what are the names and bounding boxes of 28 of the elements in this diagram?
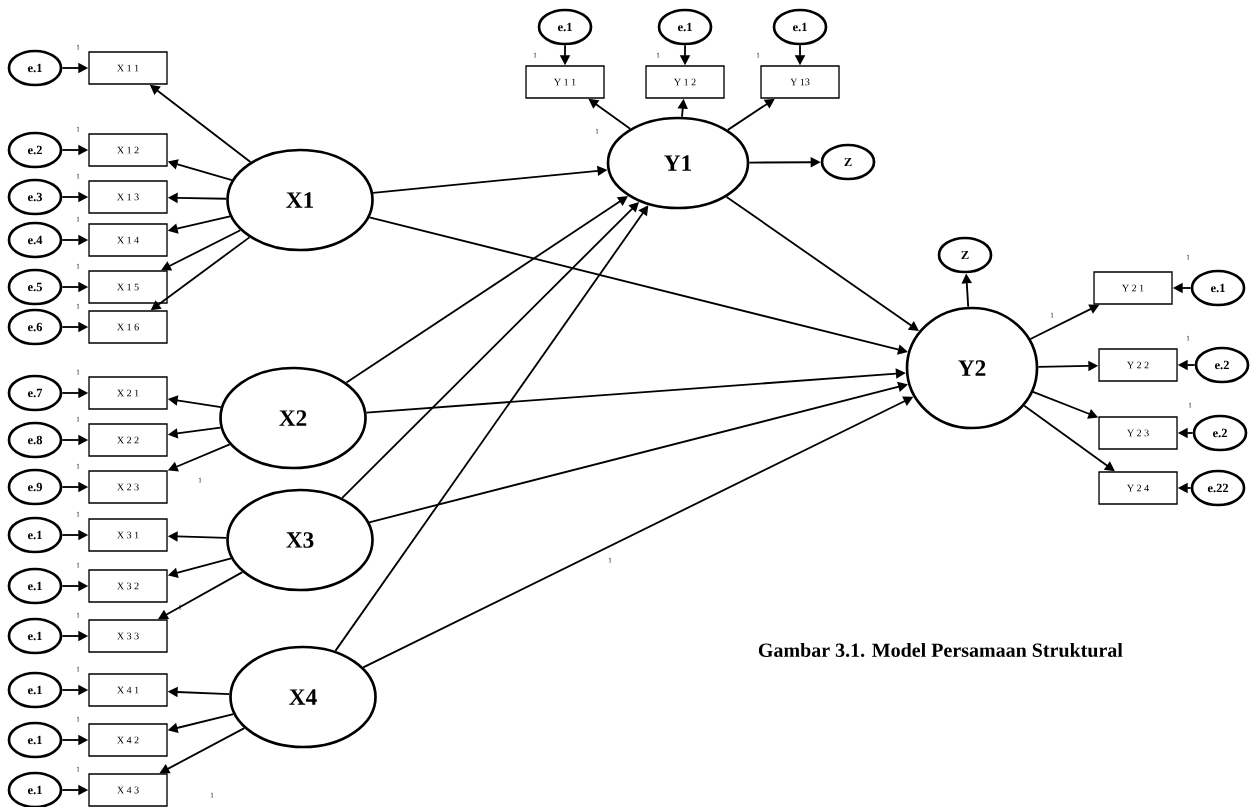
indicator-box: X 1 3: [88, 180, 168, 214]
indicator-box: X 4 1: [88, 673, 168, 707]
indicator-box: X 1 1: [88, 51, 168, 85]
indicator-box: X 1 4: [88, 223, 168, 257]
indicator-box: Y 1 2: [645, 65, 725, 99]
arrow: [345, 196, 628, 384]
indicator-box: X 3 1: [88, 518, 168, 552]
indicator-box: X 4 2: [88, 723, 168, 757]
indicator-box: Y 1 1: [525, 65, 605, 99]
indicator-box: Y 2 2: [1098, 348, 1178, 382]
indicator-box: X 3 2: [88, 569, 168, 603]
indicator-box: X 1 5: [88, 270, 168, 304]
indicator-box: X 3 3: [88, 619, 168, 653]
indicator-box: Y 2 3: [1098, 416, 1178, 450]
indicator-box: X 2 2: [88, 423, 168, 457]
indicator-box: X 2 3: [88, 470, 168, 504]
indicator-box: Y 13: [760, 65, 840, 99]
caption: Gambar 3.1. Model Persamaan Struktural: [758, 642, 1123, 658]
indicator-box: X 1 6: [88, 310, 168, 344]
arrow: [334, 205, 649, 652]
indicator-box: X 2 1: [88, 376, 168, 410]
indicator-box: X 4 3: [88, 773, 168, 807]
arrow: [727, 98, 775, 131]
arrow: [161, 229, 242, 271]
arrow: [1023, 404, 1115, 472]
indicator-box: Y 2 4: [1098, 471, 1178, 505]
indicator-box: Y 2 1: [1093, 271, 1173, 305]
indicator-box: X 1 2: [88, 133, 168, 167]
